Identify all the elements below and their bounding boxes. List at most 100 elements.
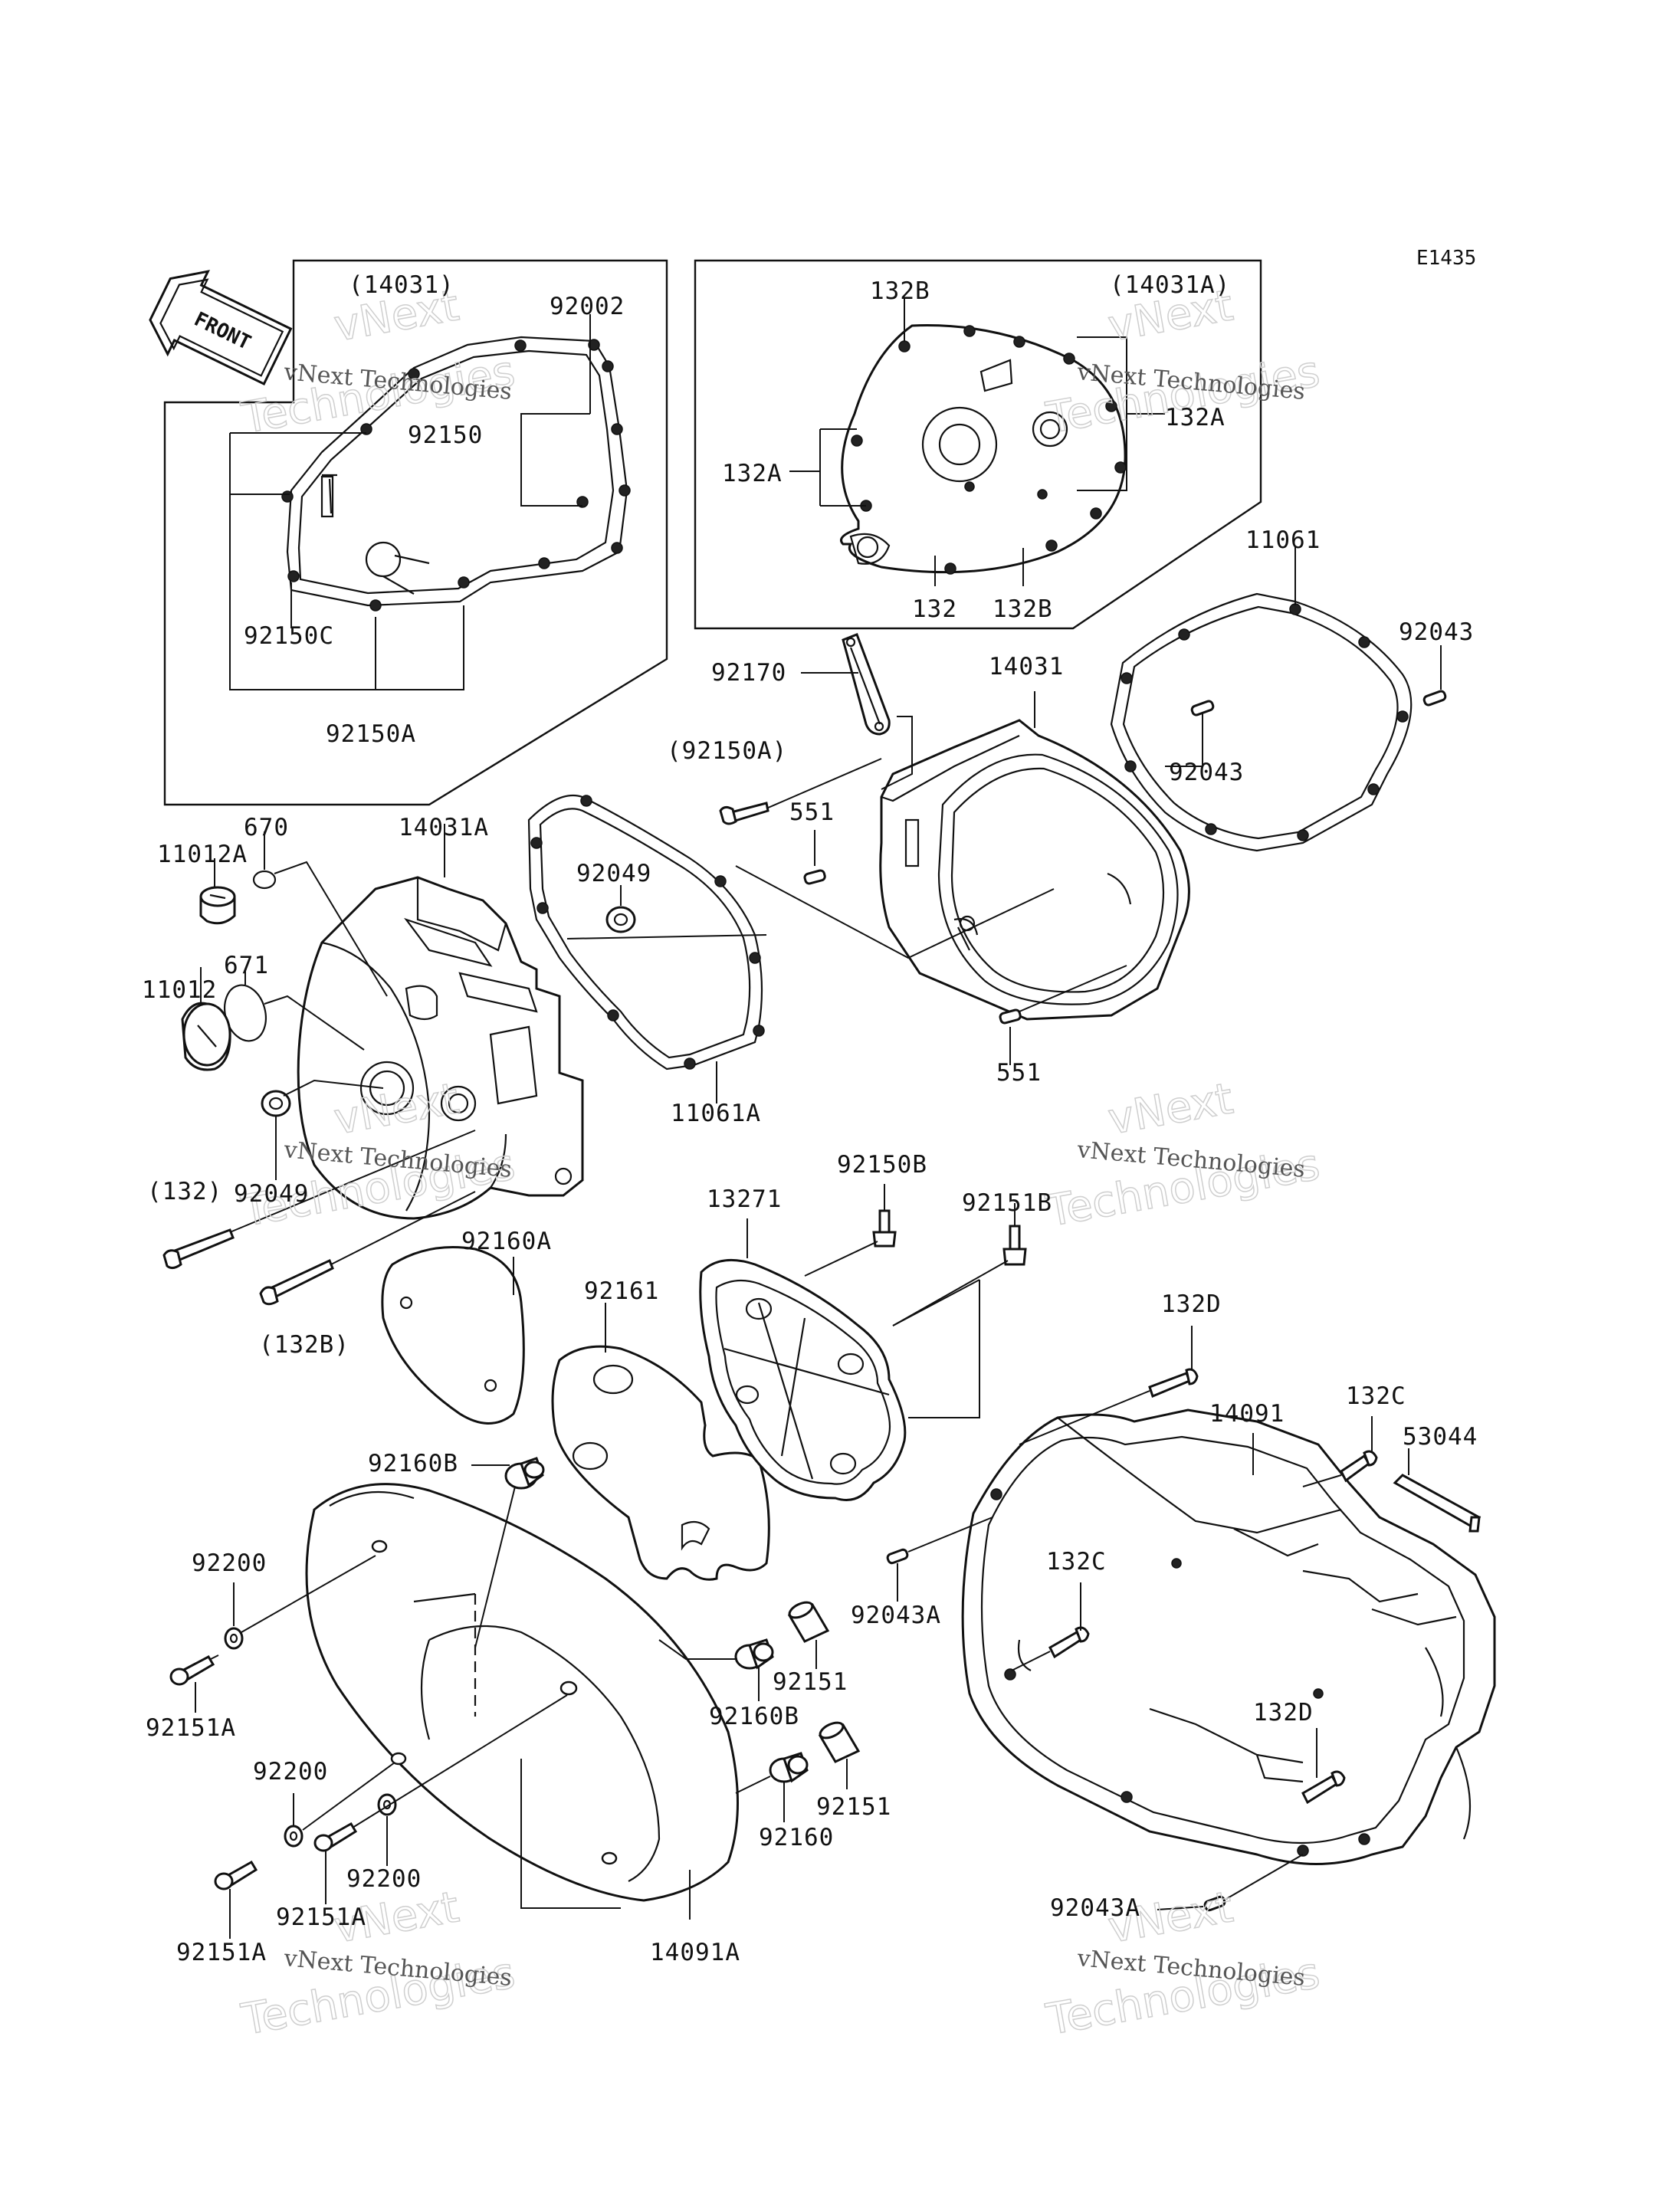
label-92200-top: 92200: [192, 1549, 267, 1577]
shield-92160A: [381, 1246, 525, 1425]
label-92151-lower: 92151: [816, 1793, 891, 1821]
label-132B-paren: (132B): [259, 1331, 349, 1359]
label-92049-upper: 92049: [576, 860, 651, 887]
label-92043A-bottom: 92043A: [1050, 1894, 1140, 1922]
label-551-lower: 551: [996, 1059, 1042, 1087]
label-132D-lower: 132D: [1253, 1699, 1314, 1726]
spacer-92151-upper: [787, 1601, 830, 1643]
label-14091A: 14091A: [650, 1939, 740, 1966]
label-92160B-mid: 92160B: [709, 1703, 799, 1730]
cover-14031A: [297, 876, 584, 1220]
label-92150B: 92150B: [837, 1151, 927, 1179]
label-92151A-bottom: 92151A: [176, 1939, 267, 1966]
label-670: 670: [244, 814, 289, 841]
label-551-upper: 551: [789, 798, 835, 826]
label-14031A: 14031A: [399, 814, 489, 841]
label-92150C: 92150C: [244, 622, 334, 650]
cover-14091: [961, 1408, 1496, 1865]
bolt-132C-mid: [1048, 1626, 1090, 1659]
label-11012: 11012: [142, 976, 217, 1004]
label-92049-lower: 92049: [234, 1180, 309, 1208]
cap-11012: [181, 1002, 231, 1071]
gasket-11061A: [527, 794, 765, 1071]
label-92151B: 92151B: [962, 1189, 1052, 1217]
label-14031-paren: (14031): [349, 271, 454, 299]
bolt-92151A-mid: [313, 1822, 358, 1852]
label-132B-top: 132B: [870, 277, 930, 305]
label-13271: 13271: [707, 1185, 782, 1213]
watermark-top-left: vNext Technologies vNext Technologies: [237, 280, 519, 444]
plate-13271: [699, 1258, 907, 1501]
label-92150A-inset: 92150A: [326, 720, 416, 748]
label-92161: 92161: [584, 1277, 659, 1305]
label-53044: 53044: [1403, 1423, 1478, 1451]
dowel-pin-92043A-mid: [886, 1548, 909, 1565]
label-132C-mid: 132C: [1046, 1548, 1107, 1576]
label-92200-bottom: 92200: [346, 1865, 422, 1893]
label-132-paren: (132): [147, 1178, 222, 1205]
label-92043-right: 92043: [1399, 618, 1474, 646]
bolt-132: [162, 1228, 235, 1270]
label-132C-top: 132C: [1346, 1382, 1406, 1410]
diagram-code: E1435: [1416, 247, 1476, 270]
label-14091: 14091: [1209, 1400, 1285, 1428]
bolt-132C-top: [1340, 1450, 1378, 1483]
bushing-92049-lower: [261, 1090, 291, 1117]
bolt-92151A-bottom: [214, 1860, 258, 1890]
label-92160: 92160: [759, 1824, 834, 1851]
washer-92200-top: [224, 1627, 244, 1650]
label-132A-right: 132A: [1165, 404, 1226, 431]
pad-92161: [551, 1345, 770, 1581]
washer-92200-bottom: [377, 1793, 397, 1816]
label-132D-top: 132D: [1161, 1290, 1222, 1318]
washer-92200-mid: [284, 1825, 304, 1848]
bolt-132B: [259, 1258, 334, 1306]
inset-gasket-14031: [281, 336, 631, 612]
label-92150A-paren: (92150A): [667, 737, 787, 765]
label-132A-left: 132A: [722, 460, 783, 487]
bolt-92151A-left: [169, 1655, 215, 1686]
cap-11012A: [199, 886, 236, 925]
label-92151A-mid: 92151A: [276, 1904, 366, 1931]
label-11061: 11061: [1245, 526, 1321, 554]
dowel-pin-551-upper: [803, 869, 826, 885]
part-labels: (14031) 92002 92150 92150C 92150A (14031…: [142, 271, 1478, 1966]
label-92150: 92150: [408, 421, 483, 449]
dowel-pin-92043-right: [1422, 690, 1447, 707]
label-92170: 92170: [711, 659, 786, 687]
bolt-92151B: [1002, 1225, 1027, 1266]
spacer-92151-lower: [818, 1721, 861, 1763]
dowel-pin-92043-inner: [1190, 700, 1215, 716]
grommet-92160B-mid: [734, 1638, 774, 1670]
label-92043-inner: 92043: [1169, 759, 1244, 786]
o-ring-670: [252, 870, 277, 890]
label-14031A-paren: (14031A): [1110, 271, 1230, 299]
inset-box-right: [694, 259, 1262, 630]
label-14031: 14031: [989, 653, 1064, 680]
grommet-92160B-top: [504, 1457, 545, 1490]
label-11012A: 11012A: [157, 841, 248, 868]
bolt-132D-top: [1148, 1368, 1199, 1399]
label-92151-upper: 92151: [773, 1668, 848, 1696]
label-92160A: 92160A: [461, 1228, 552, 1255]
bolt-92150B: [872, 1209, 897, 1248]
label-92002: 92002: [550, 293, 625, 320]
bracket-92170: [842, 633, 891, 736]
dowel-pin-92043A-bottom: [1203, 1895, 1226, 1912]
gasket-11061: [1110, 592, 1413, 852]
inset-box-left: [163, 259, 668, 806]
watermark-mid-right: vNext Technologies vNext Technologies: [1042, 1074, 1324, 1238]
clutch-cover-14031: [879, 719, 1190, 1021]
label-92043A-mid: 92043A: [851, 1602, 941, 1629]
dowel-pin-551-lower: [999, 1008, 1022, 1025]
svg-text:vNext: vNext: [1104, 1074, 1236, 1144]
label-92160B-top: 92160B: [368, 1450, 458, 1477]
bolt-92150A: [719, 802, 769, 825]
label-92200-mid: 92200: [253, 1758, 328, 1785]
label-132B-bottom: 132B: [993, 595, 1053, 623]
label-132: 132: [912, 595, 957, 623]
strip-53044: [1393, 1474, 1481, 1533]
front-arrow-icon: FRONT: [149, 270, 293, 386]
bolt-132D-lower: [1301, 1770, 1346, 1805]
